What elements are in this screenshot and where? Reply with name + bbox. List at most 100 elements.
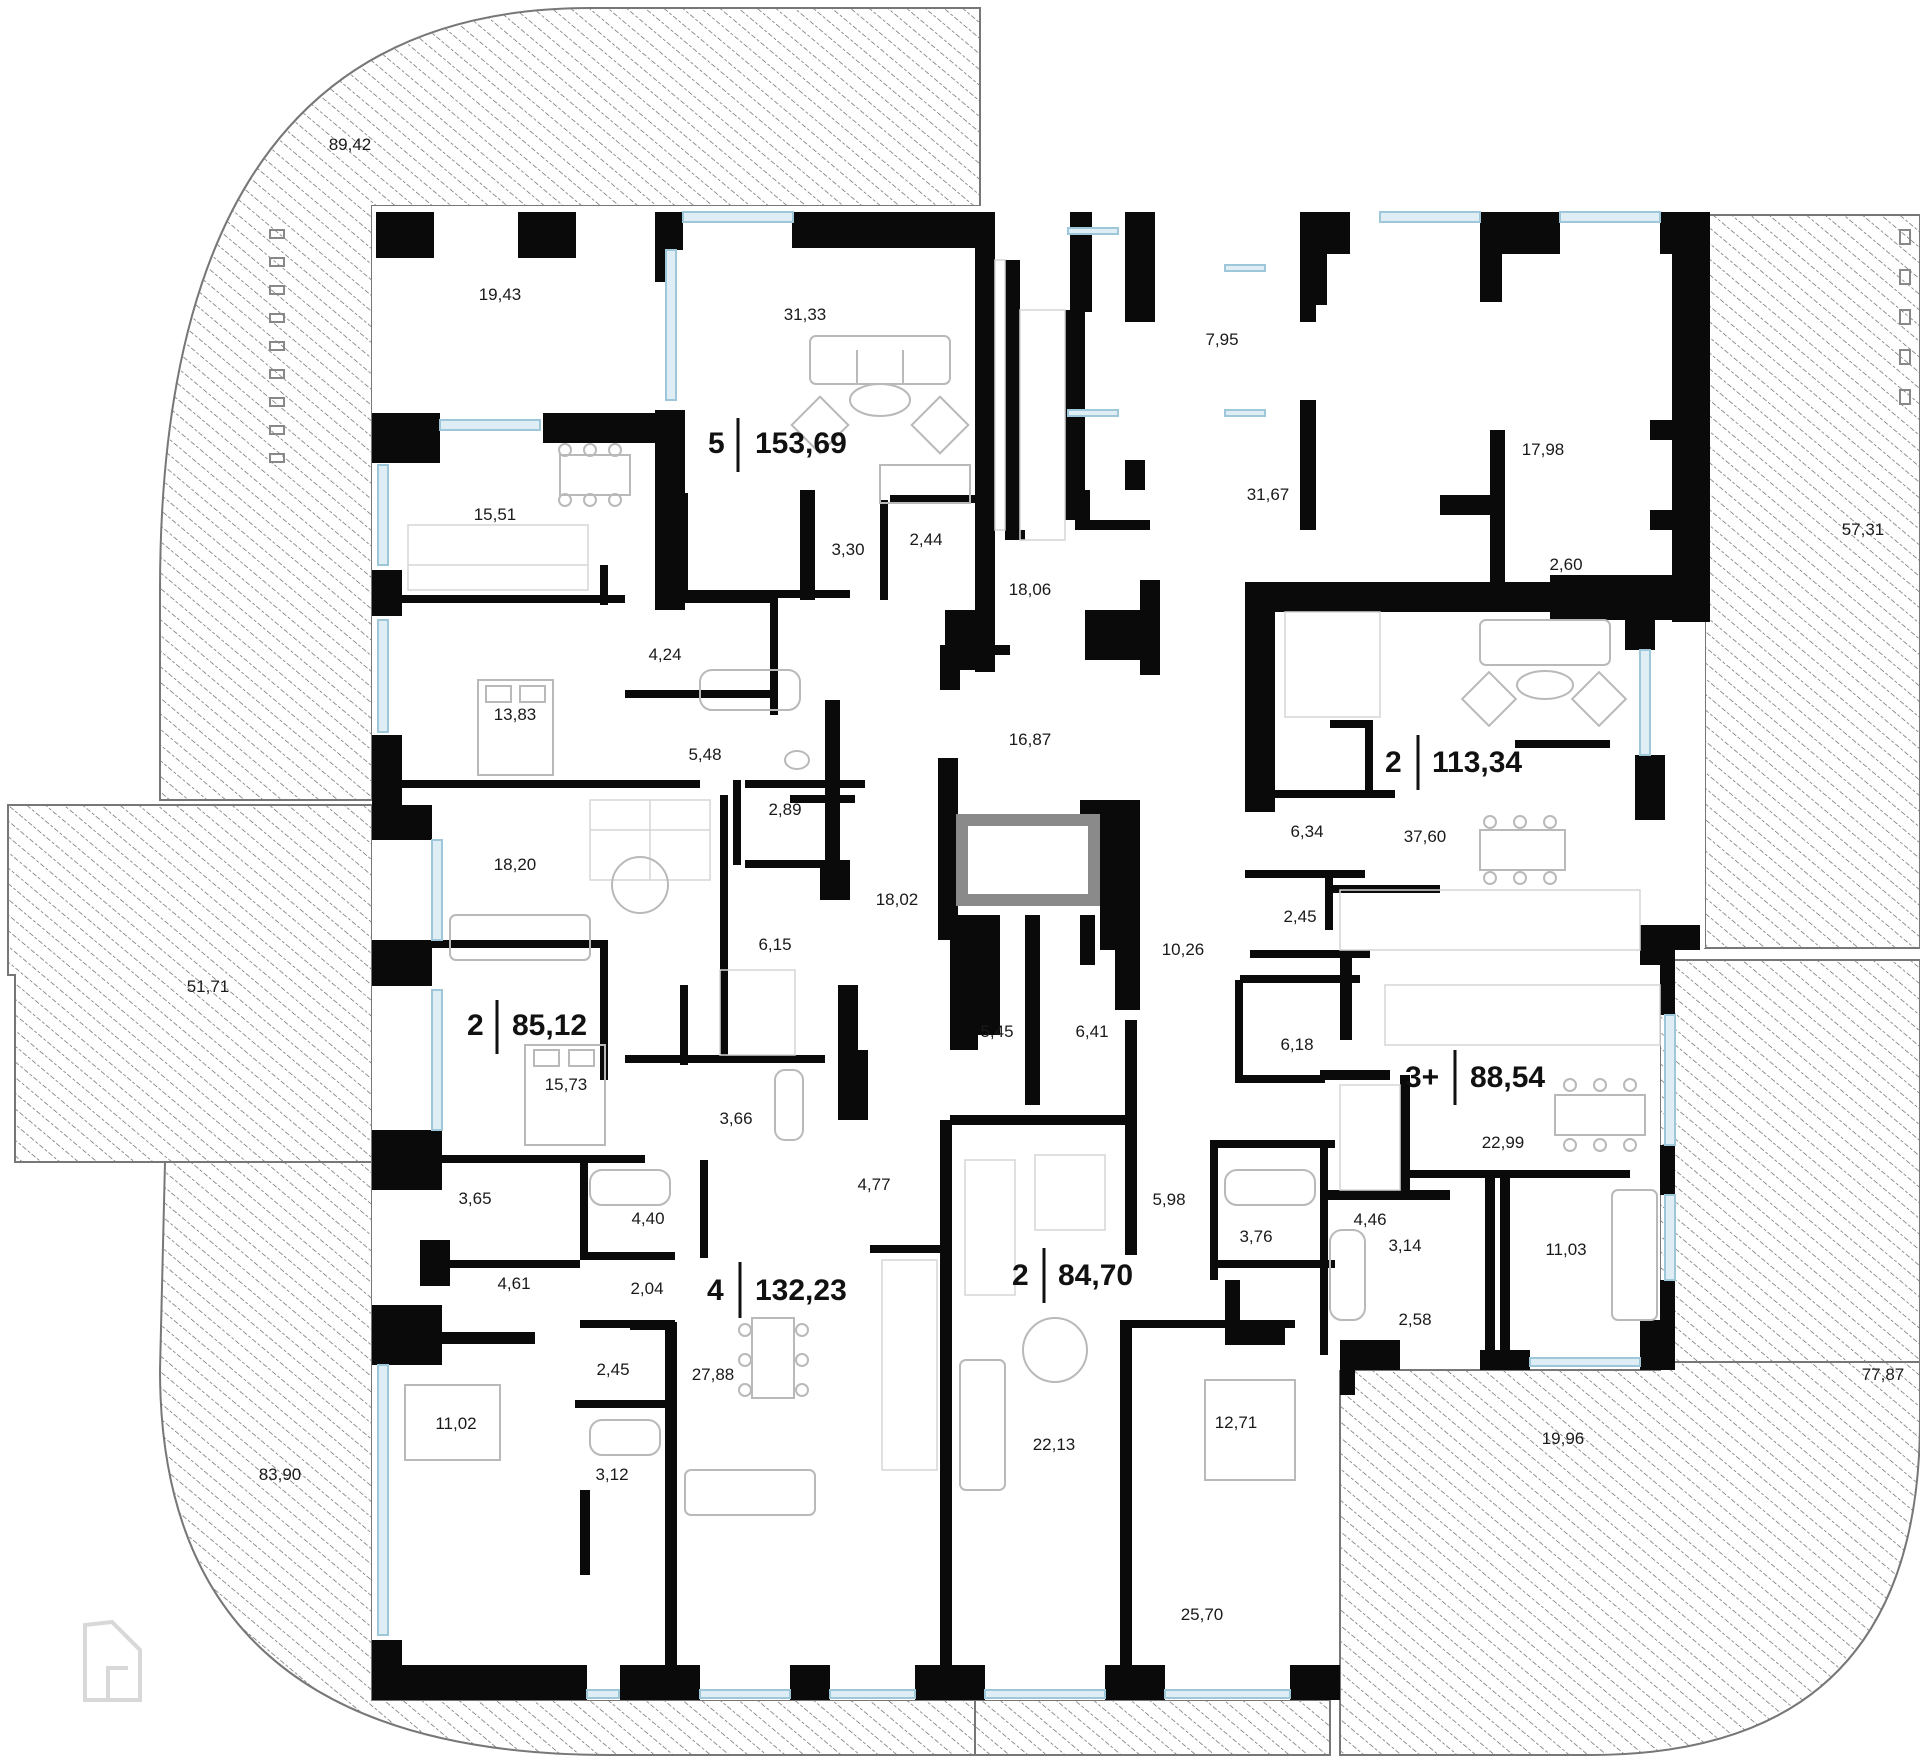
room-area: 5,98 bbox=[1152, 1190, 1185, 1209]
kitchen-counter-icon bbox=[407, 524, 589, 591]
room-area: 31,33 bbox=[784, 305, 827, 324]
room-area: 7,95 bbox=[1205, 330, 1238, 349]
coffee-table-icon bbox=[1516, 670, 1574, 700]
apartment-area: 84,70 bbox=[1058, 1259, 1133, 1292]
dining-table-icon bbox=[558, 443, 631, 507]
armchair-icon bbox=[1460, 670, 1628, 728]
stairs-icon bbox=[1284, 611, 1381, 718]
room-area: 22,13 bbox=[1033, 1435, 1076, 1454]
sofa-icon bbox=[449, 914, 591, 961]
room-area: 17,98 bbox=[1522, 440, 1565, 459]
room-area: 2,58 bbox=[1398, 1310, 1431, 1329]
room-area: 4,46 bbox=[1353, 1210, 1386, 1229]
apartment-rooms: 2 bbox=[1385, 746, 1402, 779]
room-area: 2,45 bbox=[596, 1360, 629, 1379]
armchair-icon bbox=[790, 395, 970, 455]
dining-table-icon bbox=[1554, 1078, 1646, 1152]
kitchen-counter-icon bbox=[881, 1259, 938, 1471]
house-logo-icon bbox=[83, 1619, 142, 1702]
toilet-icon bbox=[784, 750, 810, 770]
apartment-area: 132,23 bbox=[755, 1274, 847, 1307]
bed-icon bbox=[1204, 1379, 1296, 1481]
room-area: 3,76 bbox=[1239, 1227, 1272, 1246]
room-area: 3,30 bbox=[831, 540, 864, 559]
dining-table-icon bbox=[1022, 1317, 1088, 1383]
bed-icon bbox=[477, 679, 554, 776]
room-area: 19,43 bbox=[479, 285, 522, 304]
bathtub-icon bbox=[774, 1069, 804, 1141]
apartment-rooms: 2 bbox=[1012, 1259, 1029, 1292]
room-area: 51,71 bbox=[187, 977, 230, 996]
balcony-rails bbox=[269, 229, 1911, 463]
kitchen-counter-icon bbox=[589, 799, 711, 881]
room-area: 89,42 bbox=[329, 135, 372, 154]
apartment-label: 3+ 88,54 bbox=[1405, 1050, 1545, 1105]
dining-table-icon bbox=[611, 856, 669, 914]
room-area: 6,34 bbox=[1290, 822, 1323, 841]
apartment-area: 113,34 bbox=[1432, 746, 1522, 779]
room-area: 6,41 bbox=[1075, 1022, 1108, 1041]
apartment-rooms: 3+ bbox=[1405, 1061, 1439, 1094]
kitchen-counter-icon bbox=[1034, 1154, 1106, 1231]
apartment-label: 2 84,70 bbox=[1012, 1248, 1133, 1303]
room-labels: 89,42 19,43 31,33 15,51 3,30 2,44 18,06 … bbox=[187, 135, 1905, 1624]
room-area: 6,18 bbox=[1280, 1035, 1313, 1054]
room-area: 2,04 bbox=[630, 1279, 663, 1298]
sofa-icon bbox=[1479, 619, 1611, 666]
terrace-south-west bbox=[158, 1161, 976, 1756]
bed-icon bbox=[404, 1384, 501, 1461]
room-area: 25,70 bbox=[1181, 1605, 1224, 1624]
apartment-rooms: 5 bbox=[708, 427, 725, 460]
stairs-icon bbox=[1339, 1084, 1401, 1191]
furniture bbox=[404, 259, 1661, 1516]
room-area: 12,71 bbox=[1215, 1413, 1258, 1432]
room-area: 2,45 bbox=[1283, 907, 1316, 926]
apartment-label: 2 85,12 bbox=[467, 1000, 587, 1054]
room-area: 77,87 bbox=[1862, 1365, 1905, 1384]
room-area: 13,83 bbox=[494, 705, 537, 724]
room-area: 18,02 bbox=[876, 890, 919, 909]
room-area: 3,14 bbox=[1388, 1236, 1421, 1255]
apartment-area: 88,54 bbox=[1470, 1061, 1545, 1094]
room-area: 4,24 bbox=[648, 645, 681, 664]
room-area: 6,15 bbox=[758, 935, 791, 954]
dining-table-icon bbox=[738, 1317, 809, 1399]
room-area: 15,51 bbox=[474, 505, 517, 524]
apartment-labels: 5 153,69 2 113,34 2 85,12 3+ 88,54 4 132… bbox=[467, 418, 1545, 1318]
stairs-icon bbox=[994, 259, 1066, 541]
room-area: 15,73 bbox=[545, 1075, 588, 1094]
coffee-table-icon bbox=[849, 383, 911, 417]
bathtub-icon bbox=[1329, 1229, 1366, 1321]
room-area: 10,26 bbox=[1162, 940, 1205, 959]
dining-table-icon bbox=[1479, 815, 1566, 885]
room-area: 2,44 bbox=[909, 530, 942, 549]
apartment-label: 2 113,34 bbox=[1385, 735, 1522, 790]
room-area: 18,06 bbox=[1009, 580, 1052, 599]
room-area: 83,90 bbox=[259, 1465, 302, 1484]
apartment-rooms: 4 bbox=[707, 1274, 724, 1307]
apartment-area: 85,12 bbox=[512, 1009, 587, 1042]
terrace-east-lower bbox=[1659, 959, 1920, 1363]
room-area: 19,96 bbox=[1542, 1429, 1585, 1448]
windows bbox=[377, 211, 1676, 1699]
elevator-shaft bbox=[956, 814, 1100, 906]
stairs-icon bbox=[879, 464, 971, 504]
room-area: 37,60 bbox=[1404, 827, 1447, 846]
room-area: 27,88 bbox=[692, 1365, 735, 1384]
terrace-south bbox=[974, 1699, 1331, 1756]
room-area: 18,20 bbox=[494, 855, 537, 874]
room-area: 3,12 bbox=[595, 1465, 628, 1484]
bathtub-icon bbox=[589, 1419, 661, 1456]
stairs-icon bbox=[964, 1159, 1016, 1296]
room-area: 16,87 bbox=[1009, 730, 1052, 749]
walls bbox=[372, 212, 1710, 1700]
stairs-icon bbox=[719, 969, 796, 1056]
room-area: 3,65 bbox=[458, 1189, 491, 1208]
sofa-icon bbox=[959, 1359, 1006, 1491]
room-area: 5,45 bbox=[980, 1022, 1013, 1041]
apartment-label: 4 132,23 bbox=[707, 1262, 847, 1318]
room-area: 4,61 bbox=[497, 1274, 530, 1293]
apartment-rooms: 2 bbox=[467, 1009, 484, 1042]
room-area: 2,89 bbox=[768, 800, 801, 819]
